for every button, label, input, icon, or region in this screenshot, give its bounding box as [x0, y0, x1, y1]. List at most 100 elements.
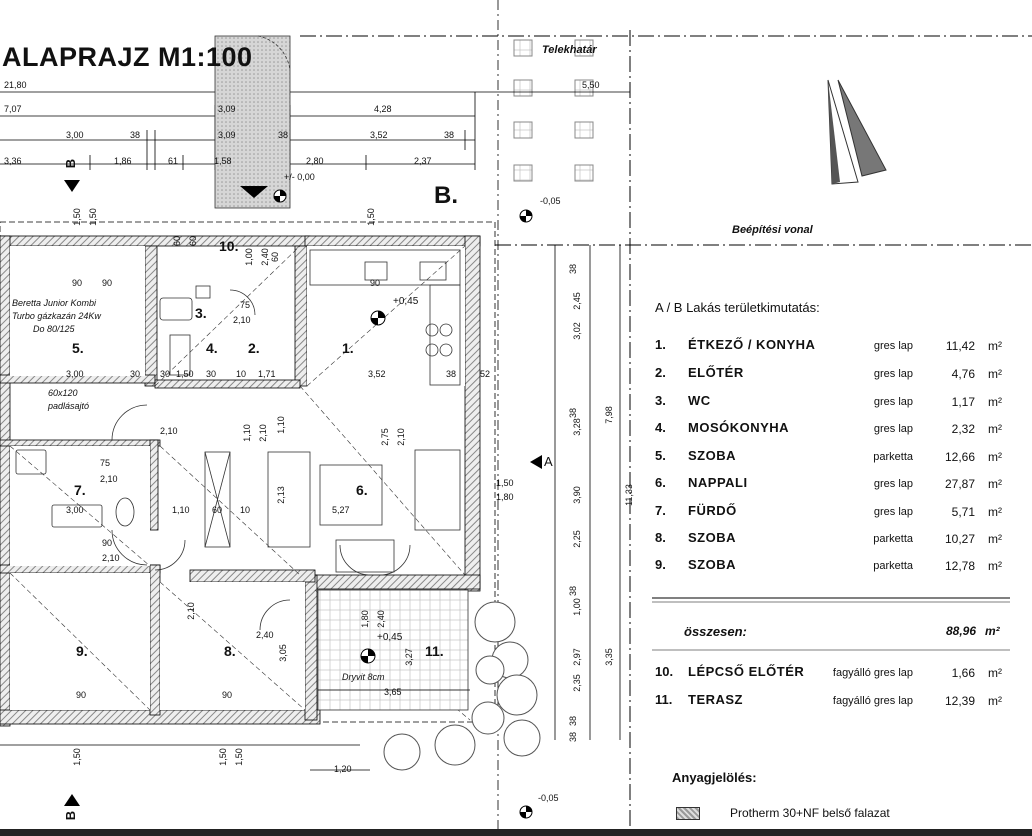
table-row: 8. SZOBA parketta 10,27 m² [655, 530, 1005, 550]
dimension-label: 75 [240, 300, 251, 310]
dimension-label: 21,80 [4, 80, 27, 90]
dimension-label: 3,09 [218, 104, 236, 114]
dimension-label: 30 [206, 369, 217, 379]
dimension-label: 1,50 [233, 748, 244, 766]
level-label: -0,05 [540, 196, 561, 206]
dimension-label: 90 [76, 690, 87, 700]
paving-stones [513, 39, 594, 182]
table-row: 10. LÉPCSŐ ELŐTÉR fagyálló gres lap 1,66… [655, 664, 1005, 684]
room-num: 8. [655, 530, 666, 545]
total-label: összesen: [684, 624, 747, 639]
attic-note-2: padlásajtó [48, 401, 90, 411]
dimension-label: 90 [102, 278, 113, 288]
dimension-label: 38 [444, 130, 455, 140]
room-number: 8. [224, 643, 236, 659]
dimension-label: 2,25 [571, 530, 582, 548]
dimension-label: 3,00 [66, 130, 84, 140]
dimension-label: 3,09 [218, 130, 236, 140]
dimension-label: 90 [222, 690, 233, 700]
area-table-title: A / B Lakás területkimutatás: [655, 300, 820, 315]
room-material: parketta [873, 451, 913, 463]
room-num: 6. [655, 475, 666, 490]
dimension-label: 1,80 [496, 492, 514, 502]
dimension-label: 38 [568, 407, 579, 419]
dimension-label: 3,52 [368, 369, 386, 379]
section-b-label: B [63, 810, 79, 821]
dimension-label: 7,07 [4, 104, 22, 114]
dimension-label: 2,45 [571, 292, 582, 310]
dimension-label: 3,02 [571, 322, 582, 340]
dimension-label: 3,05 [277, 644, 288, 662]
bottom-edge [0, 829, 1032, 836]
room-number: 4. [206, 340, 218, 356]
dimension-label: 1,86 [114, 156, 132, 166]
room-area: 11,42 [945, 339, 975, 353]
room-name: TERASZ [688, 692, 743, 707]
dimension-label: 5,27 [332, 505, 350, 515]
dimension-label: 75 [100, 458, 111, 468]
page-title: ALAPRAJZ M1:100 [2, 42, 253, 72]
room-area: 1,17 [951, 395, 975, 409]
table-row: 11. TERASZ fagyálló gres lap 12,39 m² [655, 692, 1005, 712]
dimension-label: 60 [188, 235, 199, 247]
dimension-label: 52 [480, 369, 491, 379]
property-line-label: Telekhatár [542, 44, 597, 56]
dimension-label: 2,10 [160, 426, 178, 436]
room-area: 1,66 [951, 666, 975, 680]
table-row: 2. ELŐTÉR gres lap 4,76 m² [655, 365, 1005, 385]
dimension-label: 2,10 [100, 474, 118, 484]
room-material: gres lap [873, 506, 913, 518]
dimension-label: 1,50 [365, 208, 376, 226]
section-b-label: B [63, 158, 79, 169]
dimension-label: 2,40 [259, 248, 270, 266]
dimension-label: 1,00 [243, 248, 254, 266]
dimension-label: 1,50 [71, 208, 82, 226]
room-number: 3. [195, 305, 207, 321]
room-name: WC [688, 393, 711, 408]
room-area: 10,27 [944, 532, 975, 546]
room-num: 5. [655, 448, 666, 463]
dimension-label: 2,80 [306, 156, 324, 166]
legend-item: Protherm 30+NF belső falazat [730, 806, 890, 820]
room-number: 6. [356, 482, 368, 498]
dimension-label: 2,10 [185, 602, 196, 620]
room-num: 3. [655, 393, 666, 408]
room-material: gres lap [873, 478, 913, 490]
dimension-label: 3,52 [370, 130, 388, 140]
dimension-label: 1,50 [71, 748, 82, 766]
dimension-label: 1,10 [172, 505, 190, 515]
dimension-label: 2,10 [102, 553, 120, 563]
dimension-label: 1,10 [241, 424, 252, 442]
building-b-label: B. [434, 182, 458, 209]
dimension-label: 38 [278, 130, 289, 140]
dimension-label: 1,10 [275, 416, 286, 434]
room-name: SZOBA [688, 557, 736, 572]
dimension-label: 3,65 [384, 687, 402, 697]
table-row: 5. SZOBA parketta 12,66 m² [655, 448, 1005, 468]
room-area: 4,76 [951, 367, 975, 381]
room-number: 7. [74, 482, 86, 498]
room-material: parketta [873, 560, 913, 572]
area-unit: m² [988, 532, 1002, 546]
area-unit: m² [988, 395, 1002, 409]
room-num: 2. [655, 365, 666, 380]
room-name: LÉPCSŐ ELŐTÉR [688, 664, 805, 679]
room-material: gres lap [873, 423, 913, 435]
room-num: 10. [655, 664, 674, 679]
dimension-label: 38 [446, 369, 457, 379]
dimension-label: 2,10 [395, 428, 406, 446]
boiler-note-2: Turbo gázkazán 24Kw [12, 311, 101, 321]
room-num: 7. [655, 503, 666, 518]
dimension-label: 1,00 [571, 598, 582, 616]
dimension-label: 1,50 [217, 748, 228, 766]
boiler-note-3: Do 80/125 [33, 324, 75, 334]
dimension-label: 1,50 [496, 478, 514, 488]
room-area: 12,66 [944, 450, 975, 464]
room-material: gres lap [873, 396, 913, 408]
room-area: 27,87 [944, 477, 975, 491]
dimension-label: 2,97 [571, 648, 582, 666]
dimension-label: 1,80 [359, 610, 370, 628]
area-unit: m² [988, 450, 1002, 464]
level-label: +/- 0,00 [284, 172, 315, 182]
dimension-label: 1,50 [176, 369, 194, 379]
